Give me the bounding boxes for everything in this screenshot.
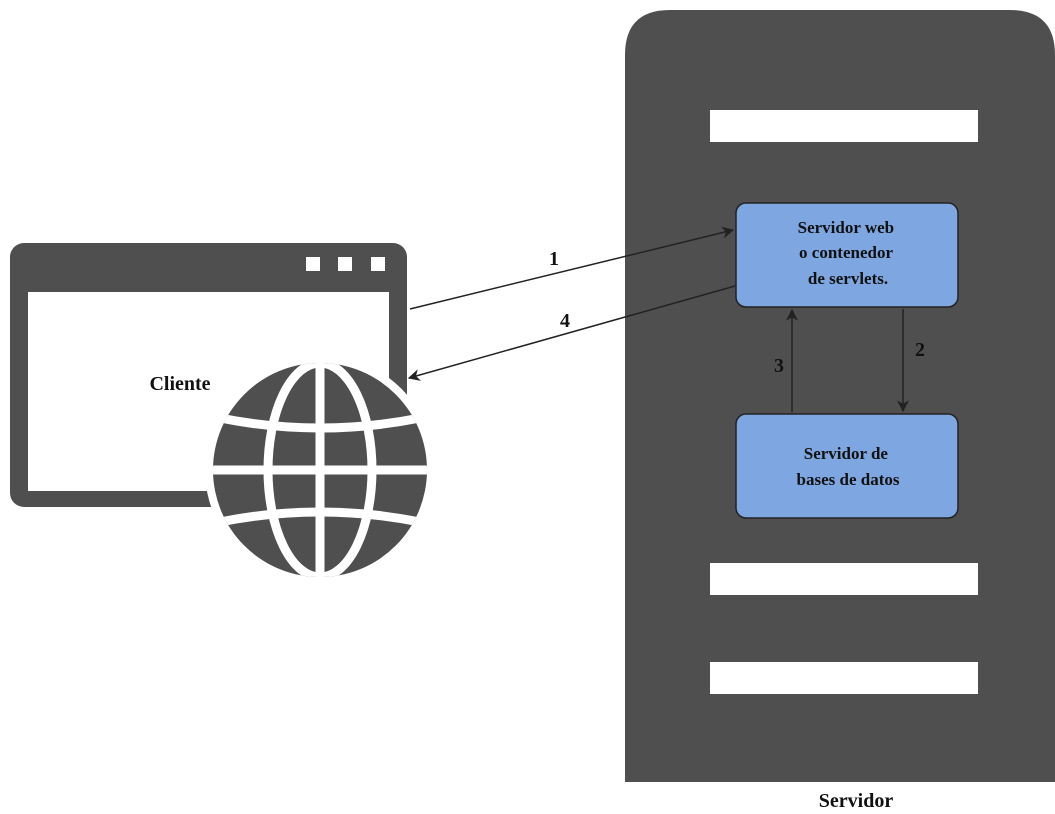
server-tower	[625, 10, 1055, 782]
web-server-line-2: o contenedor	[799, 243, 893, 262]
globe-icon	[205, 355, 435, 585]
step-label-3: 3	[774, 355, 784, 377]
server-slot-top	[710, 110, 978, 142]
database-server-line-2: bases de datos	[797, 470, 900, 489]
arrow-response-4	[407, 285, 736, 381]
step-label-1: 1	[549, 248, 559, 270]
arrow-request-1	[409, 226, 735, 310]
browser-dot-3	[371, 257, 385, 271]
database-server-node: Servidor de bases de datos	[735, 413, 959, 519]
server-slot-middle	[710, 563, 978, 595]
web-server-box	[735, 202, 959, 308]
web-server-line-1: Servidor web	[798, 218, 895, 237]
database-server-line-1: Servidor de	[804, 444, 889, 463]
web-server-node: Servidor web o contenedor de servlets.	[735, 202, 959, 308]
database-server-box	[735, 413, 959, 519]
server-slot-bottom	[710, 662, 978, 694]
client-label: Cliente	[149, 373, 210, 395]
step-label-2: 2	[915, 339, 925, 361]
svg-text:Servidor de bases de dat: Servidor de bases de datos	[797, 444, 900, 489]
step-label-4: 4	[560, 310, 570, 332]
svg-text:Servidor web o contenedo: Servidor web o contenedor de servlets.	[798, 218, 899, 288]
browser-dot-1	[306, 257, 320, 271]
browser-dot-2	[338, 257, 352, 271]
web-server-line-3: de servlets.	[808, 269, 888, 288]
server-label: Servidor	[819, 790, 894, 812]
